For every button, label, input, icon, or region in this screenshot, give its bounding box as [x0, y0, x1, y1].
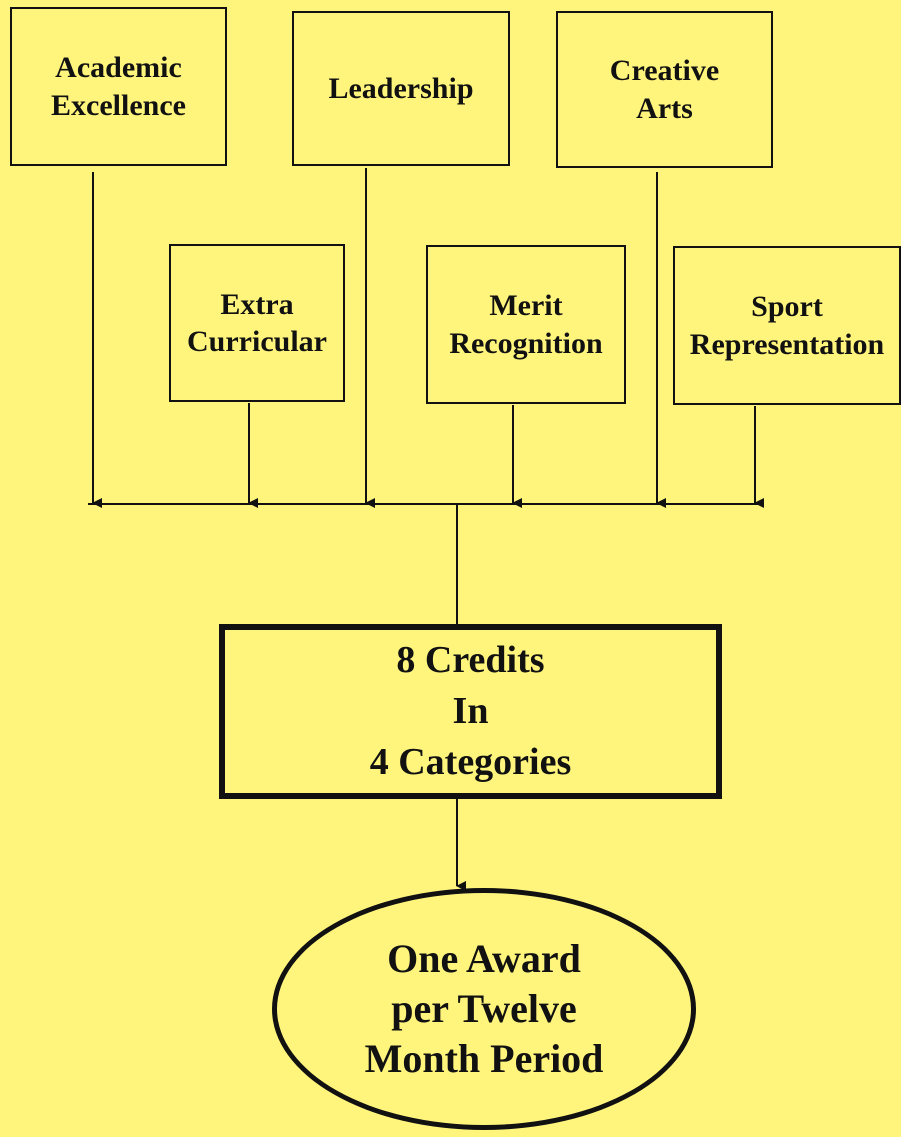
box-academic-excellence: Academic Excellence [10, 7, 227, 166]
award-oval: One Award per Twelve Month Period [272, 888, 696, 1130]
credits-requirement-box: 8 Credits In 4 Categories [219, 624, 722, 799]
box-extra-curricular: Extra Curricular [169, 244, 345, 402]
box-leadership: Leadership [292, 11, 510, 166]
box-sport-representation: Sport Representation [673, 246, 901, 405]
box-merit-recognition: Merit Recognition [426, 245, 626, 404]
box-creative-arts: Creative Arts [556, 11, 773, 168]
